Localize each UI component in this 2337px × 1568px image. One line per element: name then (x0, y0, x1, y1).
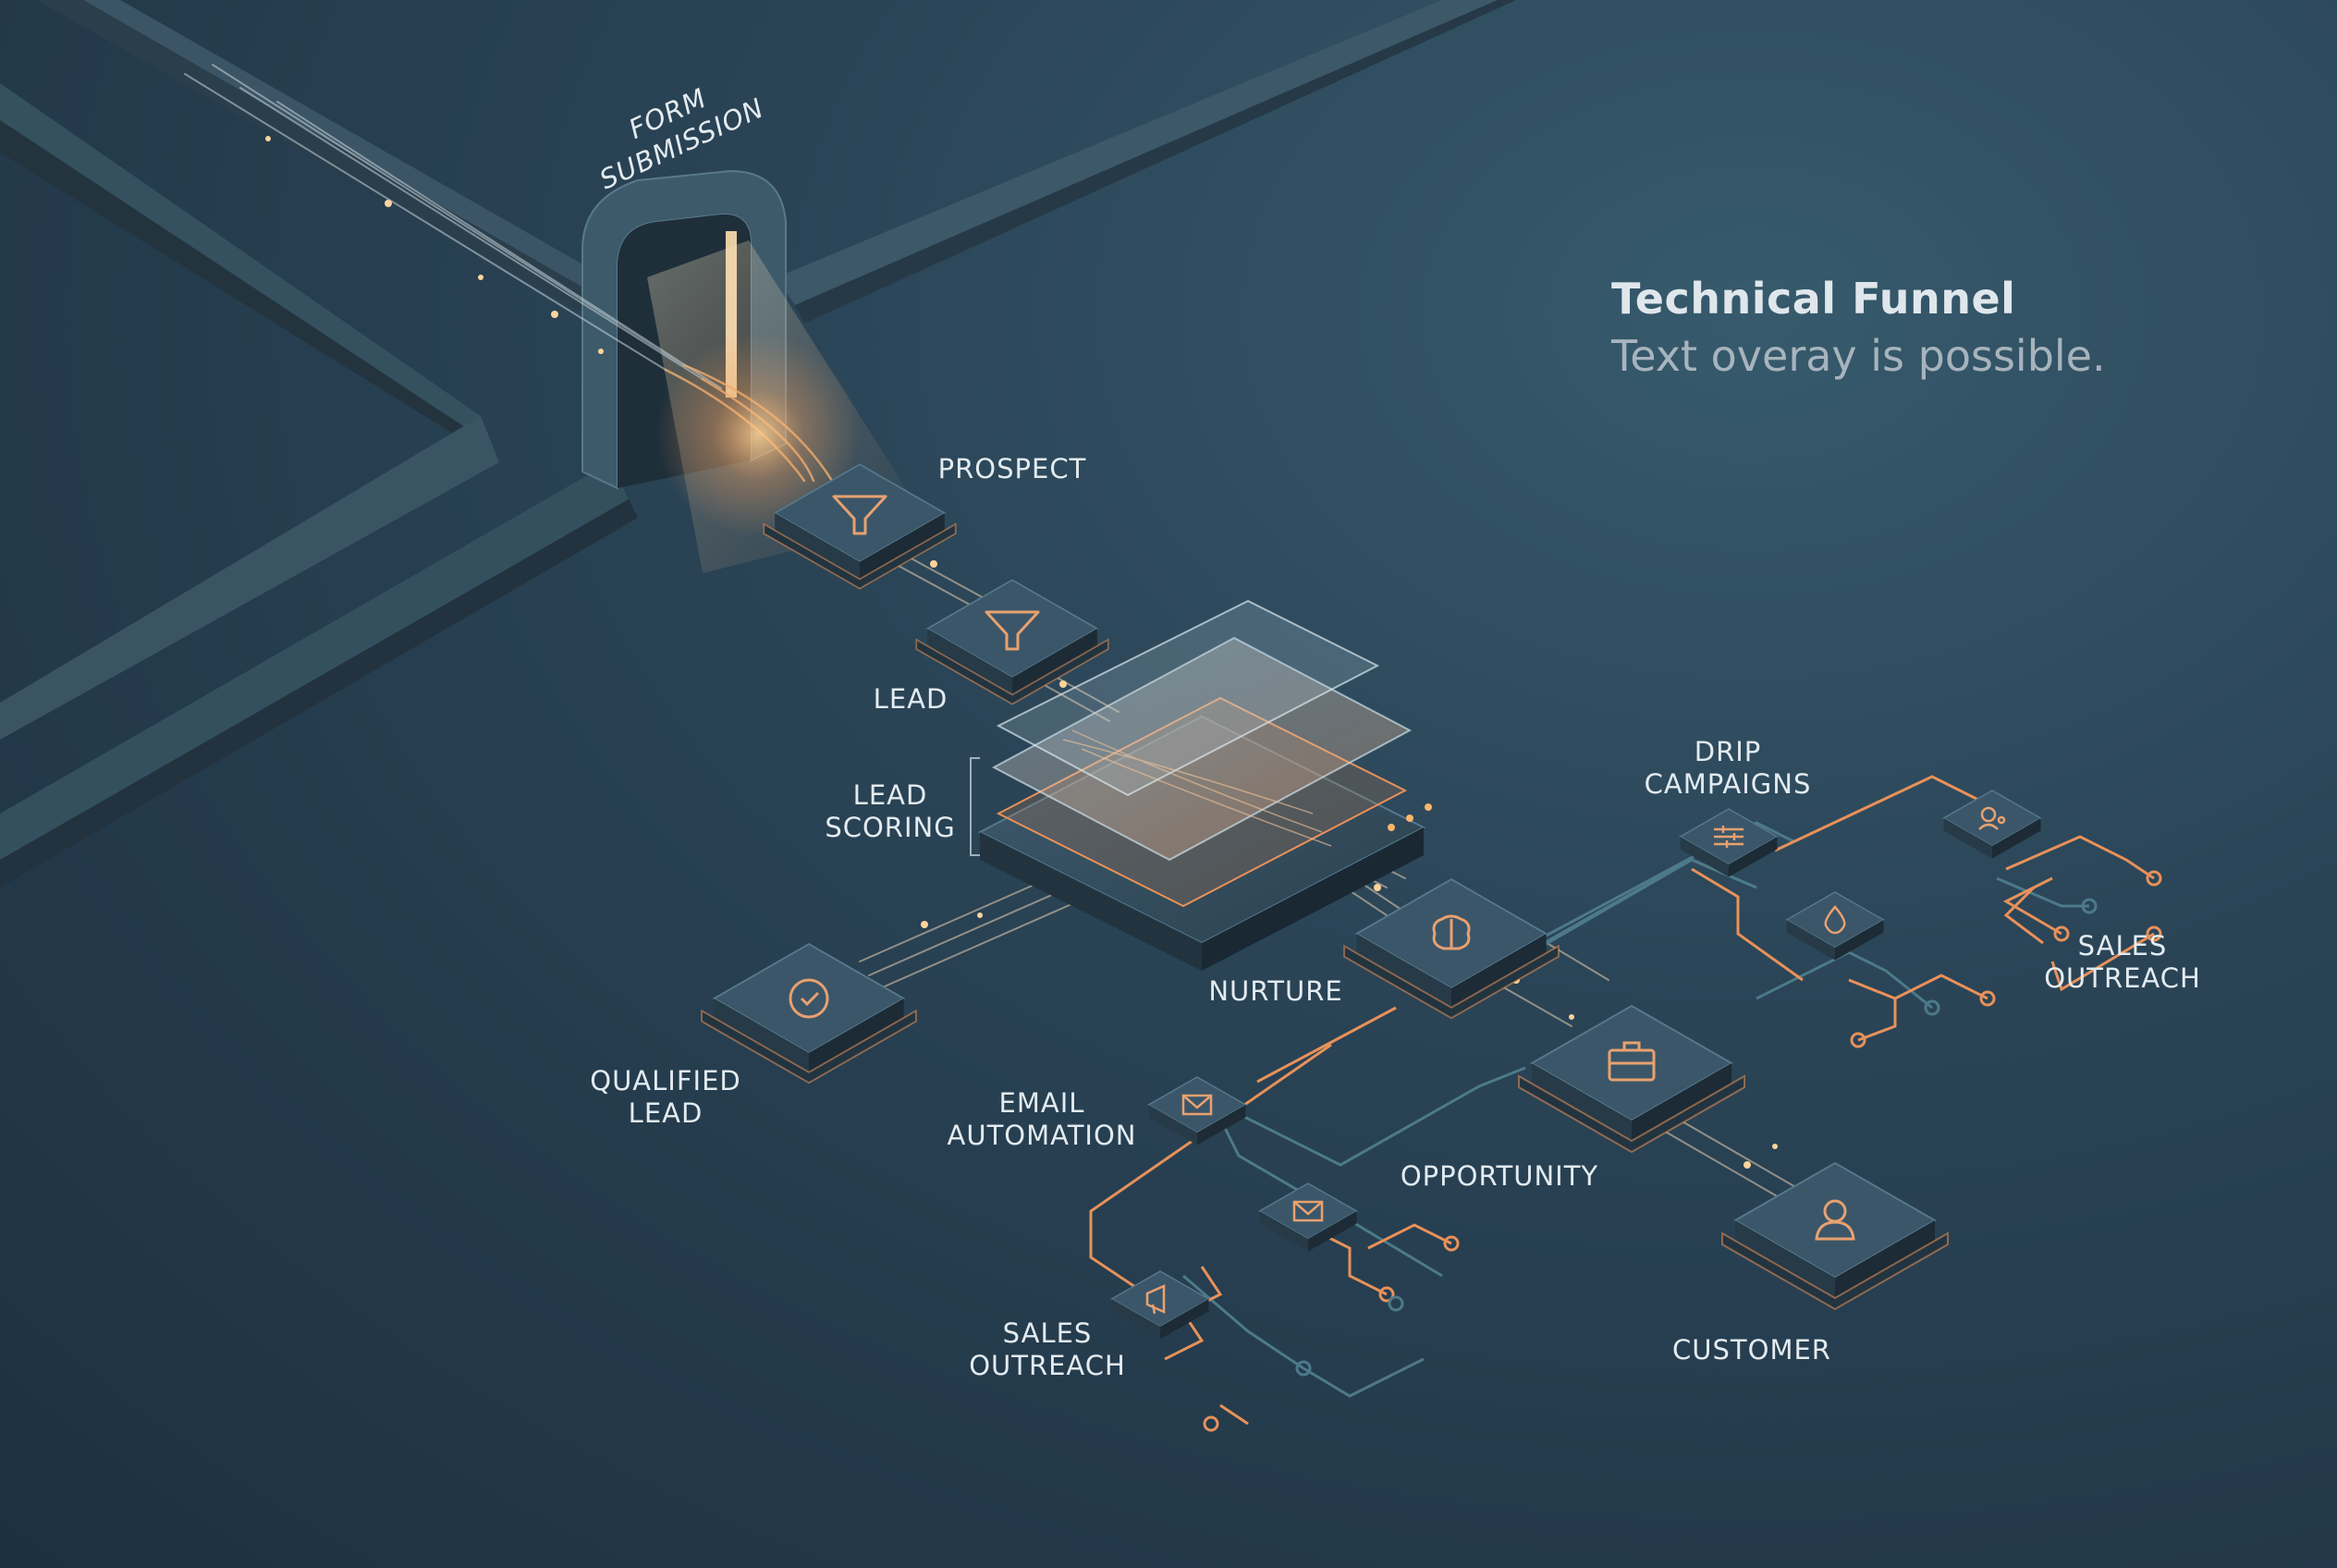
email-automation-label-line1: EMAIL (999, 1087, 1085, 1119)
drip-campaigns-label-line1: DRIP (1695, 736, 1762, 767)
qualified-lead-label-line2: LEAD (629, 1097, 704, 1129)
funnel-icon (832, 495, 887, 535)
lead-scoring-label-line1: LEAD (853, 779, 928, 811)
stage-tile-prospect[interactable] (763, 463, 957, 590)
qualified-lead-label-line1: QUALIFIED (590, 1065, 741, 1096)
node-sales-outreach-right[interactable] (1942, 790, 2042, 860)
stage-tile-lead[interactable] (915, 579, 1109, 705)
sales-outreach-right-label-line1: SALES (2078, 930, 2168, 962)
sales-outreach-bottom-label-line2: OUTREACH (969, 1350, 1126, 1381)
sales-outreach-right-label-line2: OUTREACH (2044, 962, 2201, 994)
envelope-icon (1181, 1094, 1213, 1116)
node-sales-outreach-bottom[interactable] (1110, 1270, 1210, 1341)
page-subtitle: Text overay is possible. (1611, 331, 2106, 381)
customer-label: CUSTOMER (1672, 1334, 1831, 1366)
title-block: Technical Funnel Text overay is possible… (1611, 274, 2106, 381)
nurture-label: NURTURE (1208, 975, 1342, 1007)
track-rails (0, 0, 1516, 888)
user-icon (1815, 1199, 1855, 1241)
megaphone-icon (1145, 1284, 1166, 1315)
node-email-automation[interactable] (1147, 1076, 1247, 1146)
lead-scoring-platform (970, 599, 1432, 971)
sales-outreach-bottom-label-line1: SALES (1003, 1317, 1093, 1349)
funnel-icon (985, 610, 1040, 651)
lead-label: LEAD (874, 683, 948, 715)
drop-icon (1824, 905, 1846, 935)
node-drip-secondary[interactable] (1785, 891, 1885, 962)
stage-tile-opportunity[interactable] (1518, 1005, 1745, 1153)
stage-tile-customer[interactable] (1721, 1162, 1949, 1310)
stage-tile-nurture[interactable] (1343, 878, 1560, 1020)
check-clock-icon (789, 978, 829, 1019)
stage-tile-qualified-lead[interactable] (701, 943, 917, 1084)
envelope-icon (1292, 1200, 1324, 1222)
page-title: Technical Funnel (1611, 274, 2016, 324)
briefcase-icon (1608, 1041, 1656, 1082)
node-drip-campaigns[interactable] (1679, 808, 1779, 878)
email-automation-label-line2: AUTOMATION (948, 1120, 1137, 1151)
node-email-secondary[interactable] (1258, 1182, 1358, 1253)
drip-campaigns-label-line2: CAMPAIGNS (1645, 768, 1812, 800)
megaphone-icon (1978, 806, 2006, 830)
sliders-icon (1714, 826, 1744, 848)
lead-scoring-label-line2: SCORING (825, 812, 955, 843)
prospect-label: PROSPECT (938, 453, 1087, 484)
brain-icon (1432, 914, 1471, 950)
opportunity-label: OPPORTUNITY (1401, 1160, 1598, 1192)
